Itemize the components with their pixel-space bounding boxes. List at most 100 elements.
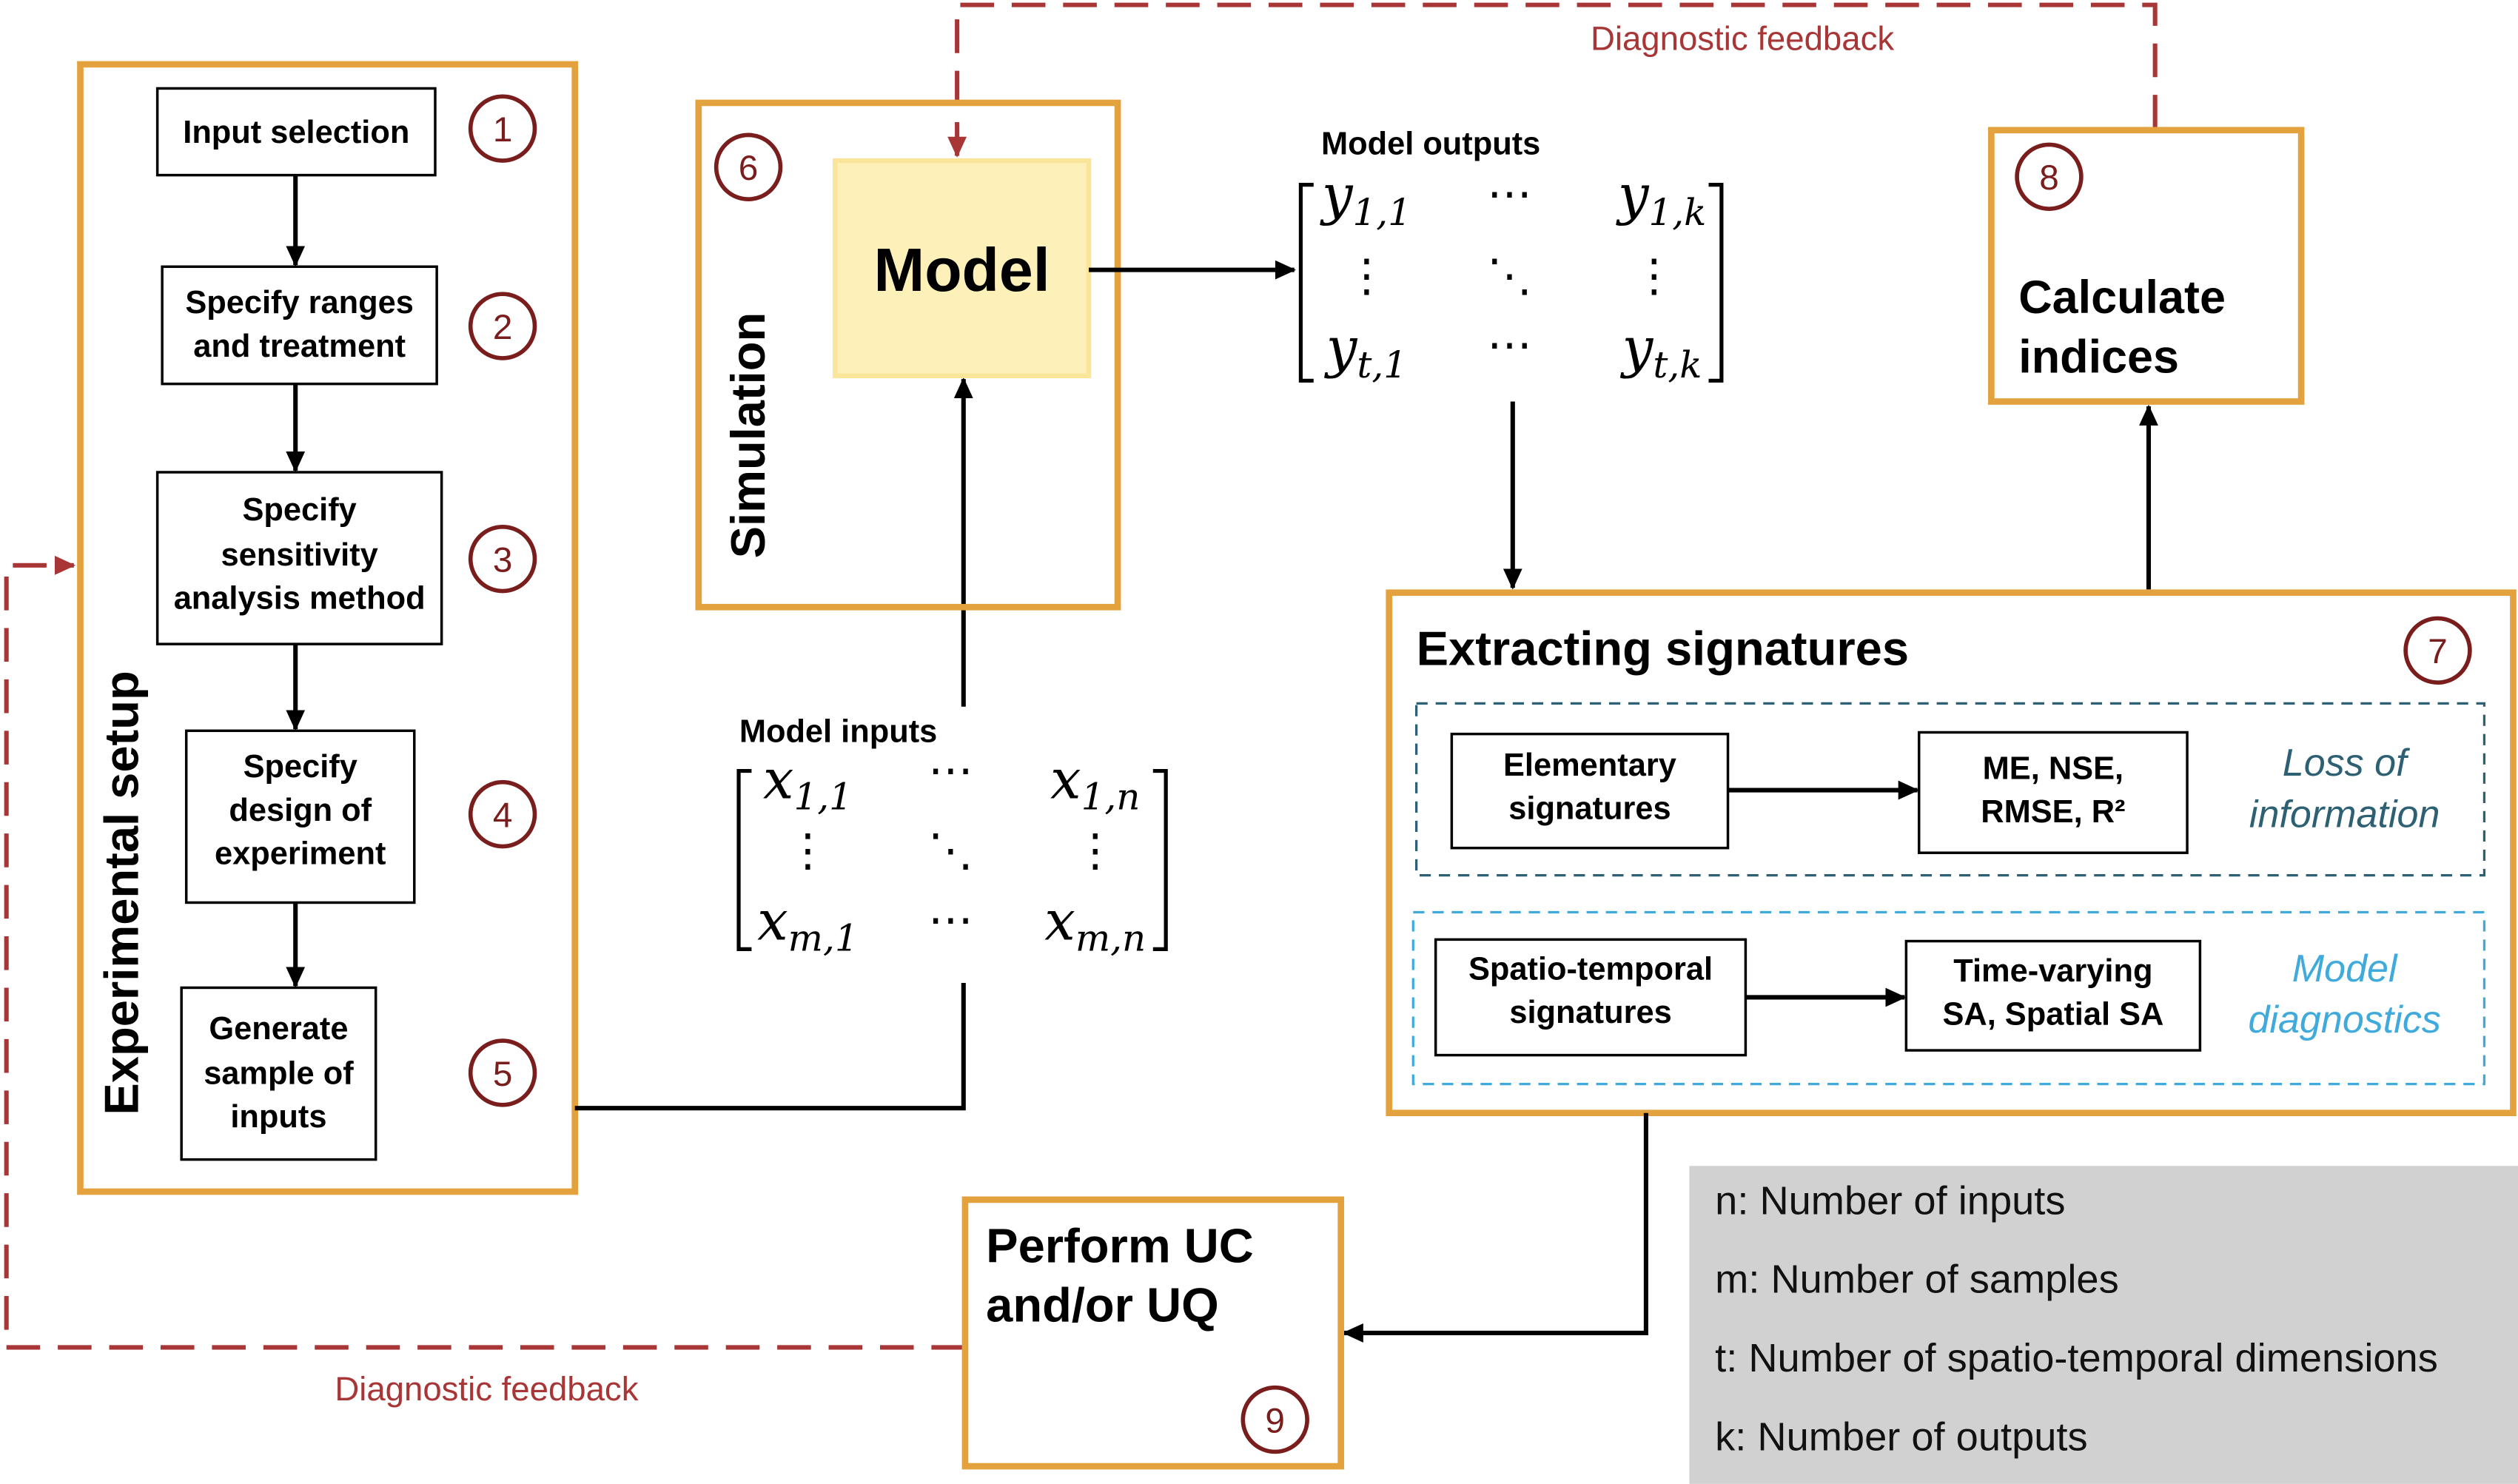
model-label: Model — [874, 236, 1050, 304]
signature-group-elementary: Elementary signatures ME, NSE, RMSE, R² … — [1414, 702, 2486, 877]
step-box — [161, 265, 438, 386]
purpose-label-line: Loss of — [2283, 742, 2410, 785]
notation-legend: n: Number of inputs m: Number of samples… — [1689, 1166, 2518, 1484]
extracting-signatures-title: Extracting signatures — [1417, 621, 1909, 675]
step-number-badge — [1240, 1385, 1309, 1454]
step-number-badge — [468, 292, 537, 360]
measures-label-line: SA, Spatial SA — [1942, 996, 2163, 1032]
purpose-label-line: diagnostics — [2248, 998, 2440, 1041]
legend-background — [1689, 1166, 2518, 1484]
diagnostic-feedback-bottom: Diagnostic feedback — [4, 555, 965, 1408]
step-label-line: Input selection — [183, 115, 409, 150]
signature-label-line: Elementary — [1503, 748, 1676, 783]
step-label-line: Specify ranges — [185, 285, 414, 320]
extracting-signatures-frame — [1386, 589, 2517, 1117]
purpose-label-line: information — [2249, 793, 2440, 836]
matrix-entry: y1,1 — [1320, 164, 1411, 234]
step-label-line: Specify — [242, 492, 356, 528]
legend-item: k: Number of outputs — [1715, 1414, 2087, 1459]
model-inputs-matrix: Model inputs x1,1 ⋯ x1,n ⋮ ⋱ ⋮ xm,1 ⋯ xm… — [736, 714, 1168, 960]
step-specify-ranges: Specify ranges and treatment 2 — [161, 265, 537, 386]
feedback-label-bottom: Diagnostic feedback — [335, 1370, 638, 1408]
measures-label-line: Time-varying — [1953, 953, 2152, 989]
step-label-line: sample of — [204, 1056, 354, 1092]
step-label-line: Specify — [244, 749, 357, 785]
calculate-indices-title-line: Calculate — [2018, 272, 2226, 323]
matrix-right-bracket — [1708, 183, 1724, 383]
legend-item: n: Number of inputs — [1715, 1178, 2065, 1223]
matrix-ellipsis: ⋯ — [928, 745, 973, 796]
feedback-line-to-model — [947, 2, 2158, 158]
step-number: 4 — [493, 796, 513, 835]
step-label-line: sensitivity — [221, 537, 378, 573]
matrix-ellipsis: ⋯ — [1487, 168, 1532, 220]
matrix-ellipsis: ⋮ — [1631, 250, 1676, 302]
matrix-ellipsis: ⋯ — [1487, 319, 1532, 371]
measures-box — [1904, 939, 2202, 1052]
step-number: 9 — [1265, 1401, 1285, 1440]
measures-label-line: RMSE, R² — [1981, 794, 2125, 830]
step-number-badge — [468, 94, 537, 163]
model-outputs-label: Model outputs — [1321, 126, 1540, 161]
step-number: 8 — [2039, 158, 2059, 198]
matrix-entry: xm,n — [1044, 890, 1146, 959]
step-number-badge — [2403, 616, 2472, 685]
step-box — [155, 87, 437, 177]
perform-uc-uq-title-line: and/or UQ — [986, 1278, 1219, 1332]
extracting-signatures-stage: Extracting signatures 7 Elementary signa… — [1386, 589, 2517, 1117]
step-number-badge — [468, 524, 537, 594]
step-label-line: and treatment — [193, 329, 406, 364]
experimental-setup-title: Experimental setup — [95, 671, 149, 1115]
step-number-badge — [468, 1038, 537, 1107]
signature-group-frame — [1414, 702, 2486, 877]
calculate-indices-title-line: indices — [2018, 331, 2179, 383]
experimental-setup-frame — [77, 61, 579, 1195]
simulation-frame — [695, 99, 1121, 611]
step-label-line: design of — [229, 793, 372, 828]
experimental-setup-stage: Experimental setup Input selection 1 Spe… — [77, 61, 579, 1195]
matrix-ellipsis: ⋮ — [1344, 250, 1389, 302]
simulation-stage: 6 Simulation Model — [695, 99, 1121, 611]
signature-box — [1434, 938, 1748, 1057]
matrix-ellipsis: ⋱ — [928, 825, 973, 877]
matrix-ellipsis: ⋱ — [1487, 250, 1532, 302]
arrow-extracting-to-perform — [1342, 1112, 1648, 1343]
feedback-label-top: Diagnostic feedback — [1591, 19, 1894, 57]
matrix-left-bracket — [1298, 183, 1314, 383]
step-specify-sa-method: Specify sensitivity analysis method 3 — [155, 471, 537, 645]
matrix-ellipsis: ⋮ — [785, 825, 830, 877]
measures-label-line: ME, NSE, — [1983, 751, 2123, 786]
measures-box — [1917, 731, 2189, 854]
matrix-entry: x1,n — [1050, 748, 1140, 818]
legend-item: t: Number of spatio-temporal dimensions — [1715, 1336, 2438, 1380]
step-number-badge — [714, 132, 783, 201]
calculate-indices-stage: 8 Calculate indices — [1988, 127, 2305, 405]
matrix-entry: x1,1 — [763, 748, 853, 818]
perform-uc-uq-stage: Perform UC and/or UQ 9 — [961, 1196, 1344, 1470]
step-number: 1 — [493, 110, 513, 150]
step-input-selection: Input selection 1 — [155, 87, 537, 177]
step-number: 6 — [739, 149, 759, 188]
signature-label-line: signatures — [1508, 791, 1671, 827]
signature-label-line: Spatio-temporal — [1468, 952, 1713, 987]
model-outputs-matrix: Model outputs y1,1 ⋯ y1,k ⋮ ⋱ ⋮ yt,1 ⋯ y… — [1298, 126, 1724, 386]
model-inputs-label: Model inputs — [739, 714, 937, 750]
step-number-badge — [2015, 142, 2084, 211]
matrix-entry: yt,k — [1620, 317, 1702, 386]
step-label-line: Generate — [209, 1011, 348, 1047]
calculate-indices-frame — [1988, 127, 2305, 405]
step-design-of-experiment: Specify design of experiment 4 — [184, 729, 537, 904]
step-label-line: inputs — [230, 1099, 326, 1135]
step-box — [155, 471, 443, 645]
purpose-label-line: Model — [2292, 947, 2398, 990]
diagnostic-feedback-top: Diagnostic feedback — [947, 2, 2158, 158]
matrix-entry: yt,1 — [1324, 317, 1407, 386]
step-label-line: experiment — [215, 836, 386, 871]
matrix-right-bracket — [1152, 768, 1168, 951]
step-number: 3 — [493, 541, 513, 580]
step-number: 2 — [493, 308, 513, 347]
connector-setup-to-inputs — [574, 982, 966, 1111]
step-label-line: analysis method — [174, 580, 426, 616]
signature-group-spatio-temporal: Spatio-temporal signatures Time-varying … — [1411, 910, 2486, 1086]
perform-uc-uq-frame — [961, 1196, 1344, 1470]
